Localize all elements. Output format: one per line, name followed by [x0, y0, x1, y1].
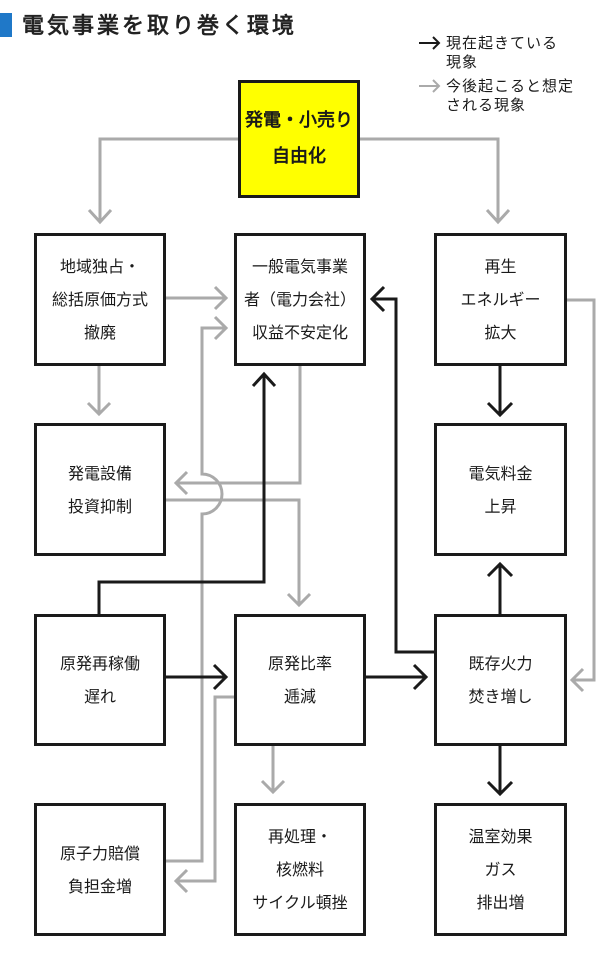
arrow-right-gray-icon [419, 79, 441, 93]
node-ghg-increase: 温室効果 ガス 排出増 [434, 803, 567, 936]
arrowhead-left-icon [173, 868, 189, 894]
page-title: 電気事業を取り巻く環境 [22, 14, 298, 39]
node-label-line: 逓減 [283, 687, 316, 706]
node-label-line: 投資抑制 [67, 496, 132, 516]
edge-investment-nuclear-ratio [165, 498, 301, 605]
node-label-line: 電気料金 [468, 463, 533, 483]
node-label-line: 収益不安定化 [251, 323, 348, 342]
node-label-line: 原発再稼働 [59, 654, 140, 673]
node-label-line: 再生 [484, 257, 517, 276]
node-label-line: 者（電力会社） [243, 290, 356, 309]
node-label-line: 原発比率 [267, 654, 332, 673]
arrowhead-right-icon [213, 315, 229, 341]
arrowhead-down-icon [485, 208, 511, 225]
node-label-line: 拡大 [484, 323, 517, 342]
arrowhead-down-icon [86, 401, 112, 417]
node-restart-delay: 原発再稼働 遅れ [34, 614, 166, 746]
node-label-line: サイクル頓挫 [252, 893, 348, 912]
edge-utility-investment [176, 366, 302, 485]
edge-compensation-utility [165, 326, 226, 863]
legend-label-line: 今後起こると想定 [446, 77, 575, 95]
arrowhead-down-icon [486, 401, 514, 418]
node-thermal-increase: 既存火力 焚き増し [434, 614, 567, 746]
legend-item-future: 今後起こると想定 される現象 [418, 77, 574, 115]
legend-item-current: 現在起きている 現象 [418, 34, 574, 72]
node-label-line: 既存火力 [468, 654, 533, 673]
legend: 現在起きている 現象 今後起こると想定 される現象 [418, 34, 574, 120]
node-label-line: 地域独占・ [59, 257, 140, 276]
node-nuclear-ratio-decline: 原発比率 逓減 [234, 614, 366, 746]
edge-restart-utility [97, 375, 266, 614]
arrowhead-left-icon [569, 667, 585, 693]
node-label-line: 再処理・ [267, 827, 332, 846]
node-label-line: 焚き増し [468, 687, 533, 706]
node-monopoly-abolition: 地域独占・ 総括原価方式 撤廃 [34, 233, 166, 366]
arrowhead-down-icon [260, 779, 286, 795]
edge-nuclear-ratio-compensation [176, 695, 234, 883]
node-liberalization: 発電・小売り 自由化 [238, 80, 360, 198]
node-label-line: 排出増 [476, 893, 525, 912]
arrowhead-right-icon [213, 285, 229, 311]
arrow-right-black-icon [419, 36, 441, 50]
arrowhead-down-icon [286, 592, 312, 608]
node-label-line: 一般電気事業 [251, 257, 348, 276]
legend-label-line: される現象 [446, 96, 527, 114]
arrowhead-left-icon [369, 285, 386, 313]
node-label-line: 負担金増 [67, 876, 132, 896]
node-label-line: 温室効果 [468, 827, 533, 846]
edge-thermal-utility [372, 297, 434, 654]
arrowhead-left-icon [173, 470, 189, 496]
node-label-line: 発電設備 [67, 463, 132, 483]
node-renewable-expansion: 再生 エネルギー 拡大 [434, 233, 567, 366]
node-label-line: 自由化 [272, 146, 326, 167]
node-label-line: 原子力賠償 [59, 843, 140, 863]
node-label-line: 撤廃 [83, 323, 116, 342]
node-label-line: ガス [484, 860, 517, 879]
arrowhead-up-icon [486, 561, 514, 578]
node-price-rise: 電気料金 上昇 [434, 423, 567, 556]
arrowhead-down-icon [486, 780, 514, 797]
node-label-line: 発電・小売り [245, 110, 353, 131]
arrowhead-right-icon [212, 663, 229, 691]
node-fuel-cycle-setback: 再処理・ 核燃料 サイクル頓挫 [234, 803, 366, 936]
node-label-line: 総括原価方式 [51, 290, 148, 309]
arrowhead-right-icon [412, 663, 429, 691]
node-compensation-burden: 原子力賠償 負担金増 [34, 803, 166, 936]
arrowhead-up-icon [251, 371, 277, 388]
node-label-line: 上昇 [484, 496, 517, 516]
node-label-line: エネルギー [460, 290, 541, 309]
edge-liberalization-renewable [359, 137, 500, 222]
node-label-line: 遅れ [83, 687, 116, 706]
node-utility-instability: 一般電気事業 者（電力会社） 収益不安定化 [234, 233, 366, 366]
legend-label-line: 現象 [446, 53, 479, 71]
node-investment-restraint: 発電設備 投資抑制 [34, 423, 166, 556]
edge-renewable-thermal [567, 298, 596, 682]
edge-liberalization-monopoly [98, 137, 238, 222]
legend-label-line: 現在起きている [446, 34, 559, 52]
title-accent-bar [0, 13, 12, 37]
node-label-line: 核燃料 [275, 860, 324, 879]
arrowhead-down-icon [87, 208, 113, 225]
